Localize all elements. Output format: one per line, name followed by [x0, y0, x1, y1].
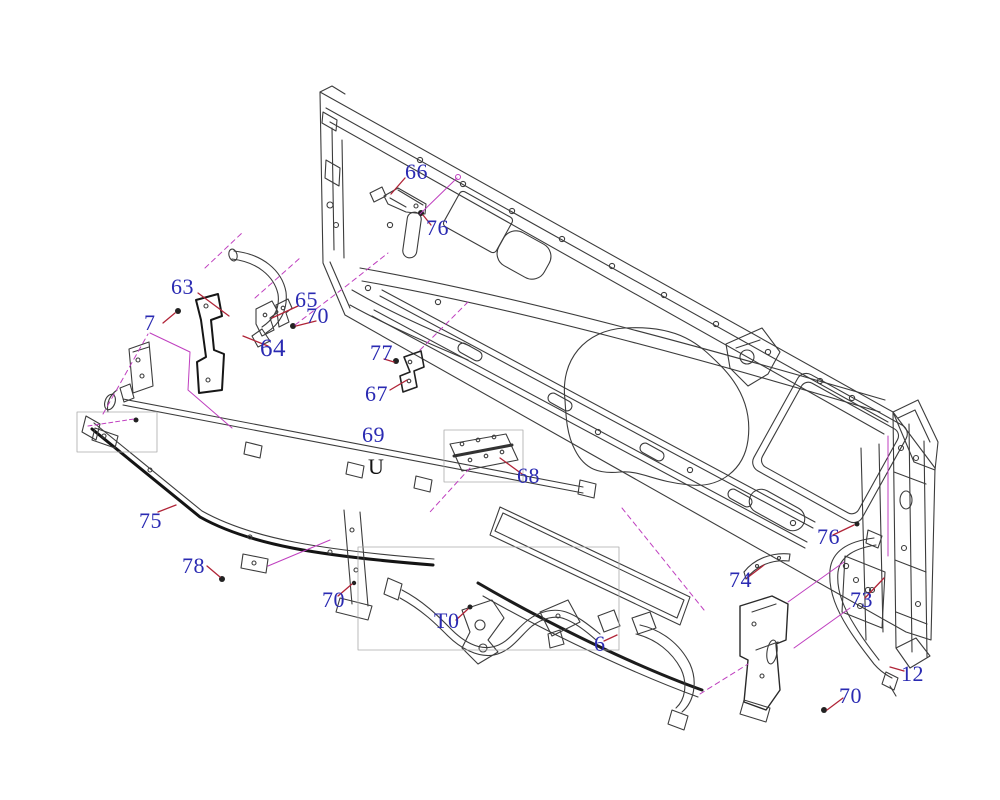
callout-67: 67 [365, 381, 388, 406]
bracket-63 [195, 293, 225, 394]
callout-73: 73 [850, 587, 873, 612]
callout-6: 6 [594, 631, 606, 656]
callout-69: 69 [362, 422, 385, 447]
callout-68: 68 [517, 463, 540, 488]
bolt-77 [393, 358, 399, 364]
callout-U: U [368, 454, 385, 479]
hose-12 [829, 521, 899, 697]
callout-64: 64 [260, 335, 286, 362]
callout-76-right: 76 [817, 524, 840, 549]
bracket-7 [104, 341, 154, 413]
plate-68 [449, 433, 519, 472]
callout-7: 7 [144, 310, 156, 335]
bolt-70-lower-right [821, 707, 827, 713]
bolt-70-upper [290, 323, 296, 329]
bolt-78 [219, 576, 225, 582]
callout-T0: T0 [434, 608, 460, 633]
right-pillar [841, 399, 939, 669]
pipe-hook-right [631, 611, 695, 731]
callout-74: 74 [729, 567, 752, 592]
bracket-66 [369, 186, 427, 215]
construction-lines [87, 174, 889, 695]
callout-66: 66 [405, 159, 428, 184]
box1-contents [91, 417, 139, 449]
bracket-78 [240, 553, 269, 574]
callout-76-top: 76 [426, 215, 449, 240]
bracket-70-right [739, 595, 789, 723]
callout-78: 78 [182, 553, 205, 578]
bolt-63 [175, 308, 181, 314]
brackets-64-65 [255, 298, 293, 337]
callout-77: 77 [370, 340, 393, 365]
callout-75: 75 [139, 508, 162, 533]
hose-64 [228, 248, 287, 348]
valve-T0 [461, 599, 505, 665]
leader-lines [157, 177, 905, 711]
callout-65: 65 [295, 287, 318, 312]
bracket-67 [399, 350, 425, 393]
crossmember-rail [122, 398, 597, 499]
hanging-bracket-70-left [335, 509, 373, 621]
pipe-6-assembly [383, 577, 621, 657]
callout-70-lower-left: 70 [322, 587, 345, 612]
firewall-panel [319, 85, 936, 698]
callout-70-upper: 70 [306, 303, 329, 328]
panel-holes [364, 156, 872, 594]
callout-12: 12 [901, 661, 924, 686]
callout-70-lower-right: 70 [839, 683, 862, 708]
crossmember-75 [81, 415, 435, 567]
detail-boxes [76, 411, 620, 651]
callout-63: 63 [171, 274, 194, 299]
